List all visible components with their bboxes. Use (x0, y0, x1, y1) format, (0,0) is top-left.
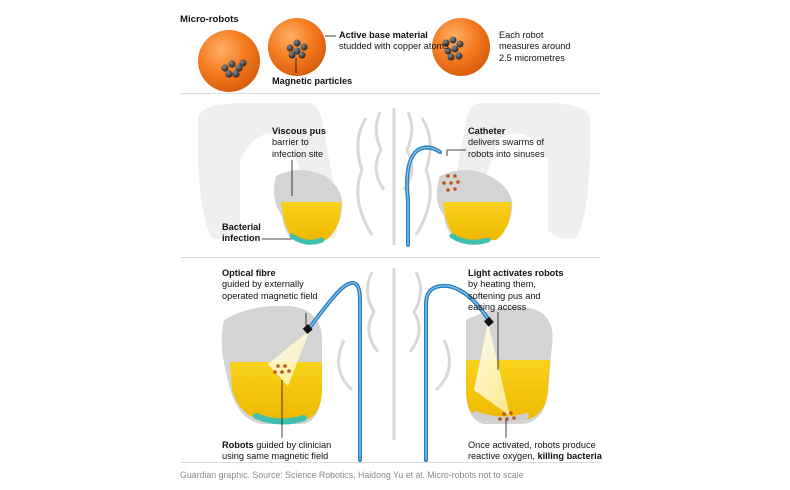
robot-swarm-middle (442, 174, 460, 192)
source-credit: Guardian graphic. Source: Science Roboti… (180, 470, 524, 480)
label-robots-guided: Robots guided by clinician using same ma… (222, 440, 332, 462)
label-robot-size: Each robot measures around 2.5 micrometr… (499, 30, 571, 63)
left-sinus-middle (274, 170, 343, 245)
light-beam-right (474, 322, 510, 416)
nasal-septum-middle (356, 108, 432, 245)
light-beam-left (268, 330, 310, 386)
label-once-activated: Once activated, robots produce reactive … (468, 440, 602, 462)
divider-middle (180, 257, 600, 258)
robot-sphere-3 (432, 18, 490, 76)
skull-silhouette-middle (197, 103, 591, 239)
label-magnetic-particles: Magnetic particles (272, 76, 353, 86)
robot-swarm-left (273, 364, 291, 374)
right-sinus-bottom (466, 307, 553, 424)
leader-catheter (446, 149, 466, 156)
robot-sphere-2 (268, 18, 326, 76)
divider-top (180, 93, 600, 94)
robot-swarm-right (498, 411, 516, 421)
section-title: Micro-robots (180, 14, 239, 25)
nasal-septum-bottom (337, 268, 451, 440)
label-bacterial-infection: Bacterial infection (222, 222, 261, 244)
right-sinus-middle (436, 170, 513, 245)
label-base-material: Active base material studded with copper… (339, 30, 449, 52)
divider-bottom (180, 462, 600, 463)
robot-sphere-1 (198, 30, 260, 92)
